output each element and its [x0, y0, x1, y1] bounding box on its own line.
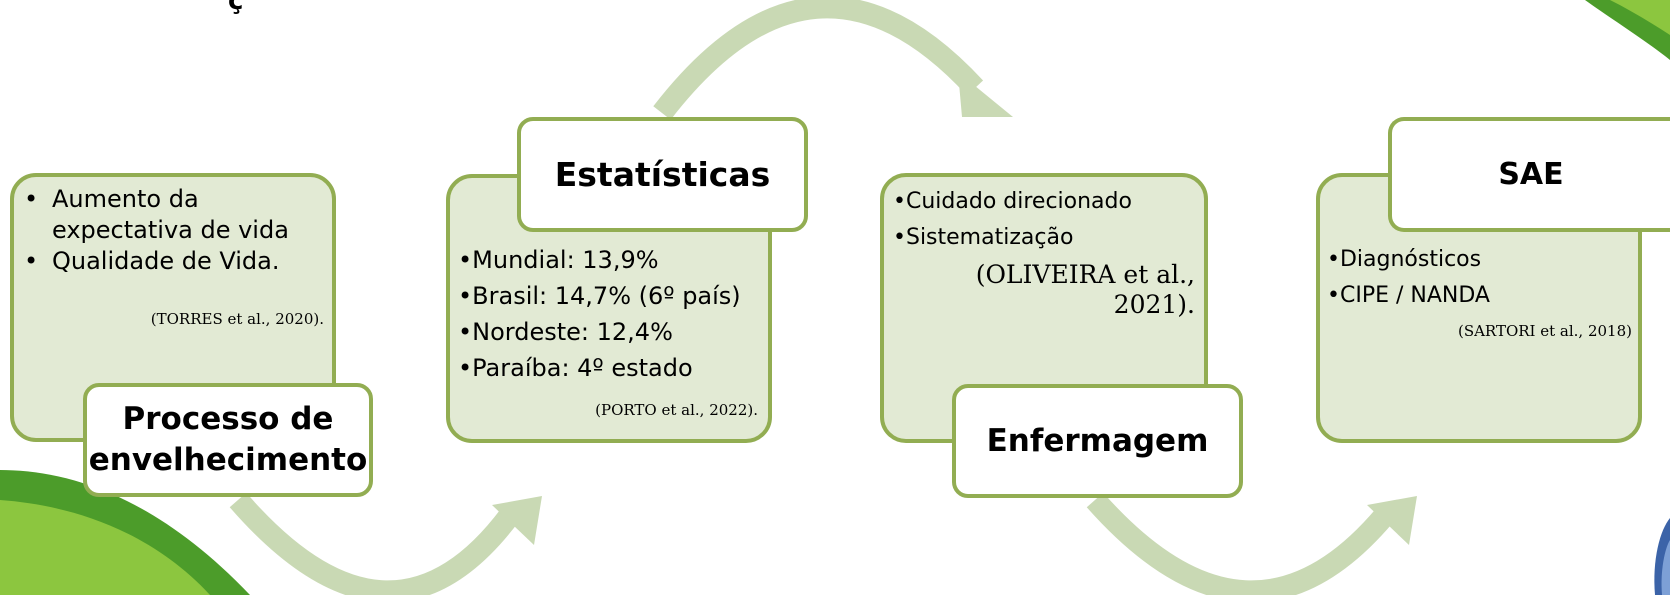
stage2-bullets: •Mundial: 13,9% •Brasil: 14,7% (6º país)… — [458, 242, 778, 386]
stage3-citation-line1: (OLIVEIRA et al., — [975, 260, 1195, 289]
stage1-title-line1: Processo de — [122, 401, 334, 437]
stage3-bullets: •Cuidado direcionado •Sistematização — [893, 184, 1203, 256]
list-item: •Brasil: 14,7% (6º país) — [458, 282, 741, 310]
list-item: •Aumento da expectativa de vida — [24, 185, 289, 244]
bullet-dot: • — [458, 282, 473, 310]
bullet-dot: • — [458, 354, 473, 382]
partial-top-text: ç — [228, 0, 244, 16]
stage3-citation: (OLIVEIRA et al., 2021). — [976, 260, 1195, 320]
bullet-dot: • — [1327, 247, 1340, 272]
stage1-title-line2: envelhecimento — [88, 442, 368, 478]
arrow-head-stage2-to-stage3 — [958, 72, 1013, 117]
list-item: •Mundial: 13,9% — [458, 246, 659, 274]
bullet-dot: • — [1327, 283, 1340, 308]
stage1-title: Processo de envelhecimento — [83, 383, 373, 497]
arrow-head-stage1-to-stage2 — [492, 496, 542, 545]
arrow-stage3-to-stage4 — [1086, 492, 1394, 595]
bullet-dot: • — [893, 225, 906, 250]
bullet-dot: • — [458, 318, 473, 346]
list-item: •CIPE / NANDA — [1327, 283, 1490, 308]
list-item: •Cuidado direcionado — [893, 189, 1132, 214]
stage1-citation: (TORRES et al., 2020). — [150, 310, 324, 328]
corner-swoosh-bottom-left-light — [0, 500, 210, 595]
list-item: •Qualidade de Vida. — [24, 247, 280, 275]
decor-blue-figure-light — [1661, 540, 1670, 595]
stage4-title: SAE — [1388, 117, 1670, 232]
list-item: •Paraíba: 4º estado — [458, 354, 693, 382]
arrow-stage1-to-stage2 — [229, 492, 519, 595]
stage4-citation: (SARTORI et al., 2018) — [1457, 322, 1632, 340]
list-item: •Diagnósticos — [1327, 247, 1482, 272]
stage1-bullets: •Aumento da expectativa de vida •Qualida… — [24, 184, 324, 277]
bullet-dot: • — [24, 247, 39, 275]
stage3-title: Enfermagem — [952, 384, 1243, 498]
stage3-citation-line2: 2021). — [1113, 290, 1195, 319]
stage2-citation: (PORTO et al., 2022). — [595, 401, 758, 419]
stage4-bullets: •Diagnósticos •CIPE / NANDA — [1327, 242, 1637, 314]
arrow-head-stage3-to-stage4 — [1367, 496, 1417, 545]
bullet-dot: • — [24, 185, 39, 213]
arrow-stage2-to-stage3 — [653, 0, 984, 120]
stage2-title: Estatísticas — [517, 117, 808, 232]
list-item: •Nordeste: 12,4% — [458, 318, 673, 346]
bullet-dot: • — [458, 246, 473, 274]
bullet-dot: • — [893, 189, 906, 214]
corner-swoosh-top-right-light — [1610, 0, 1670, 35]
list-item: •Sistematização — [893, 225, 1074, 250]
